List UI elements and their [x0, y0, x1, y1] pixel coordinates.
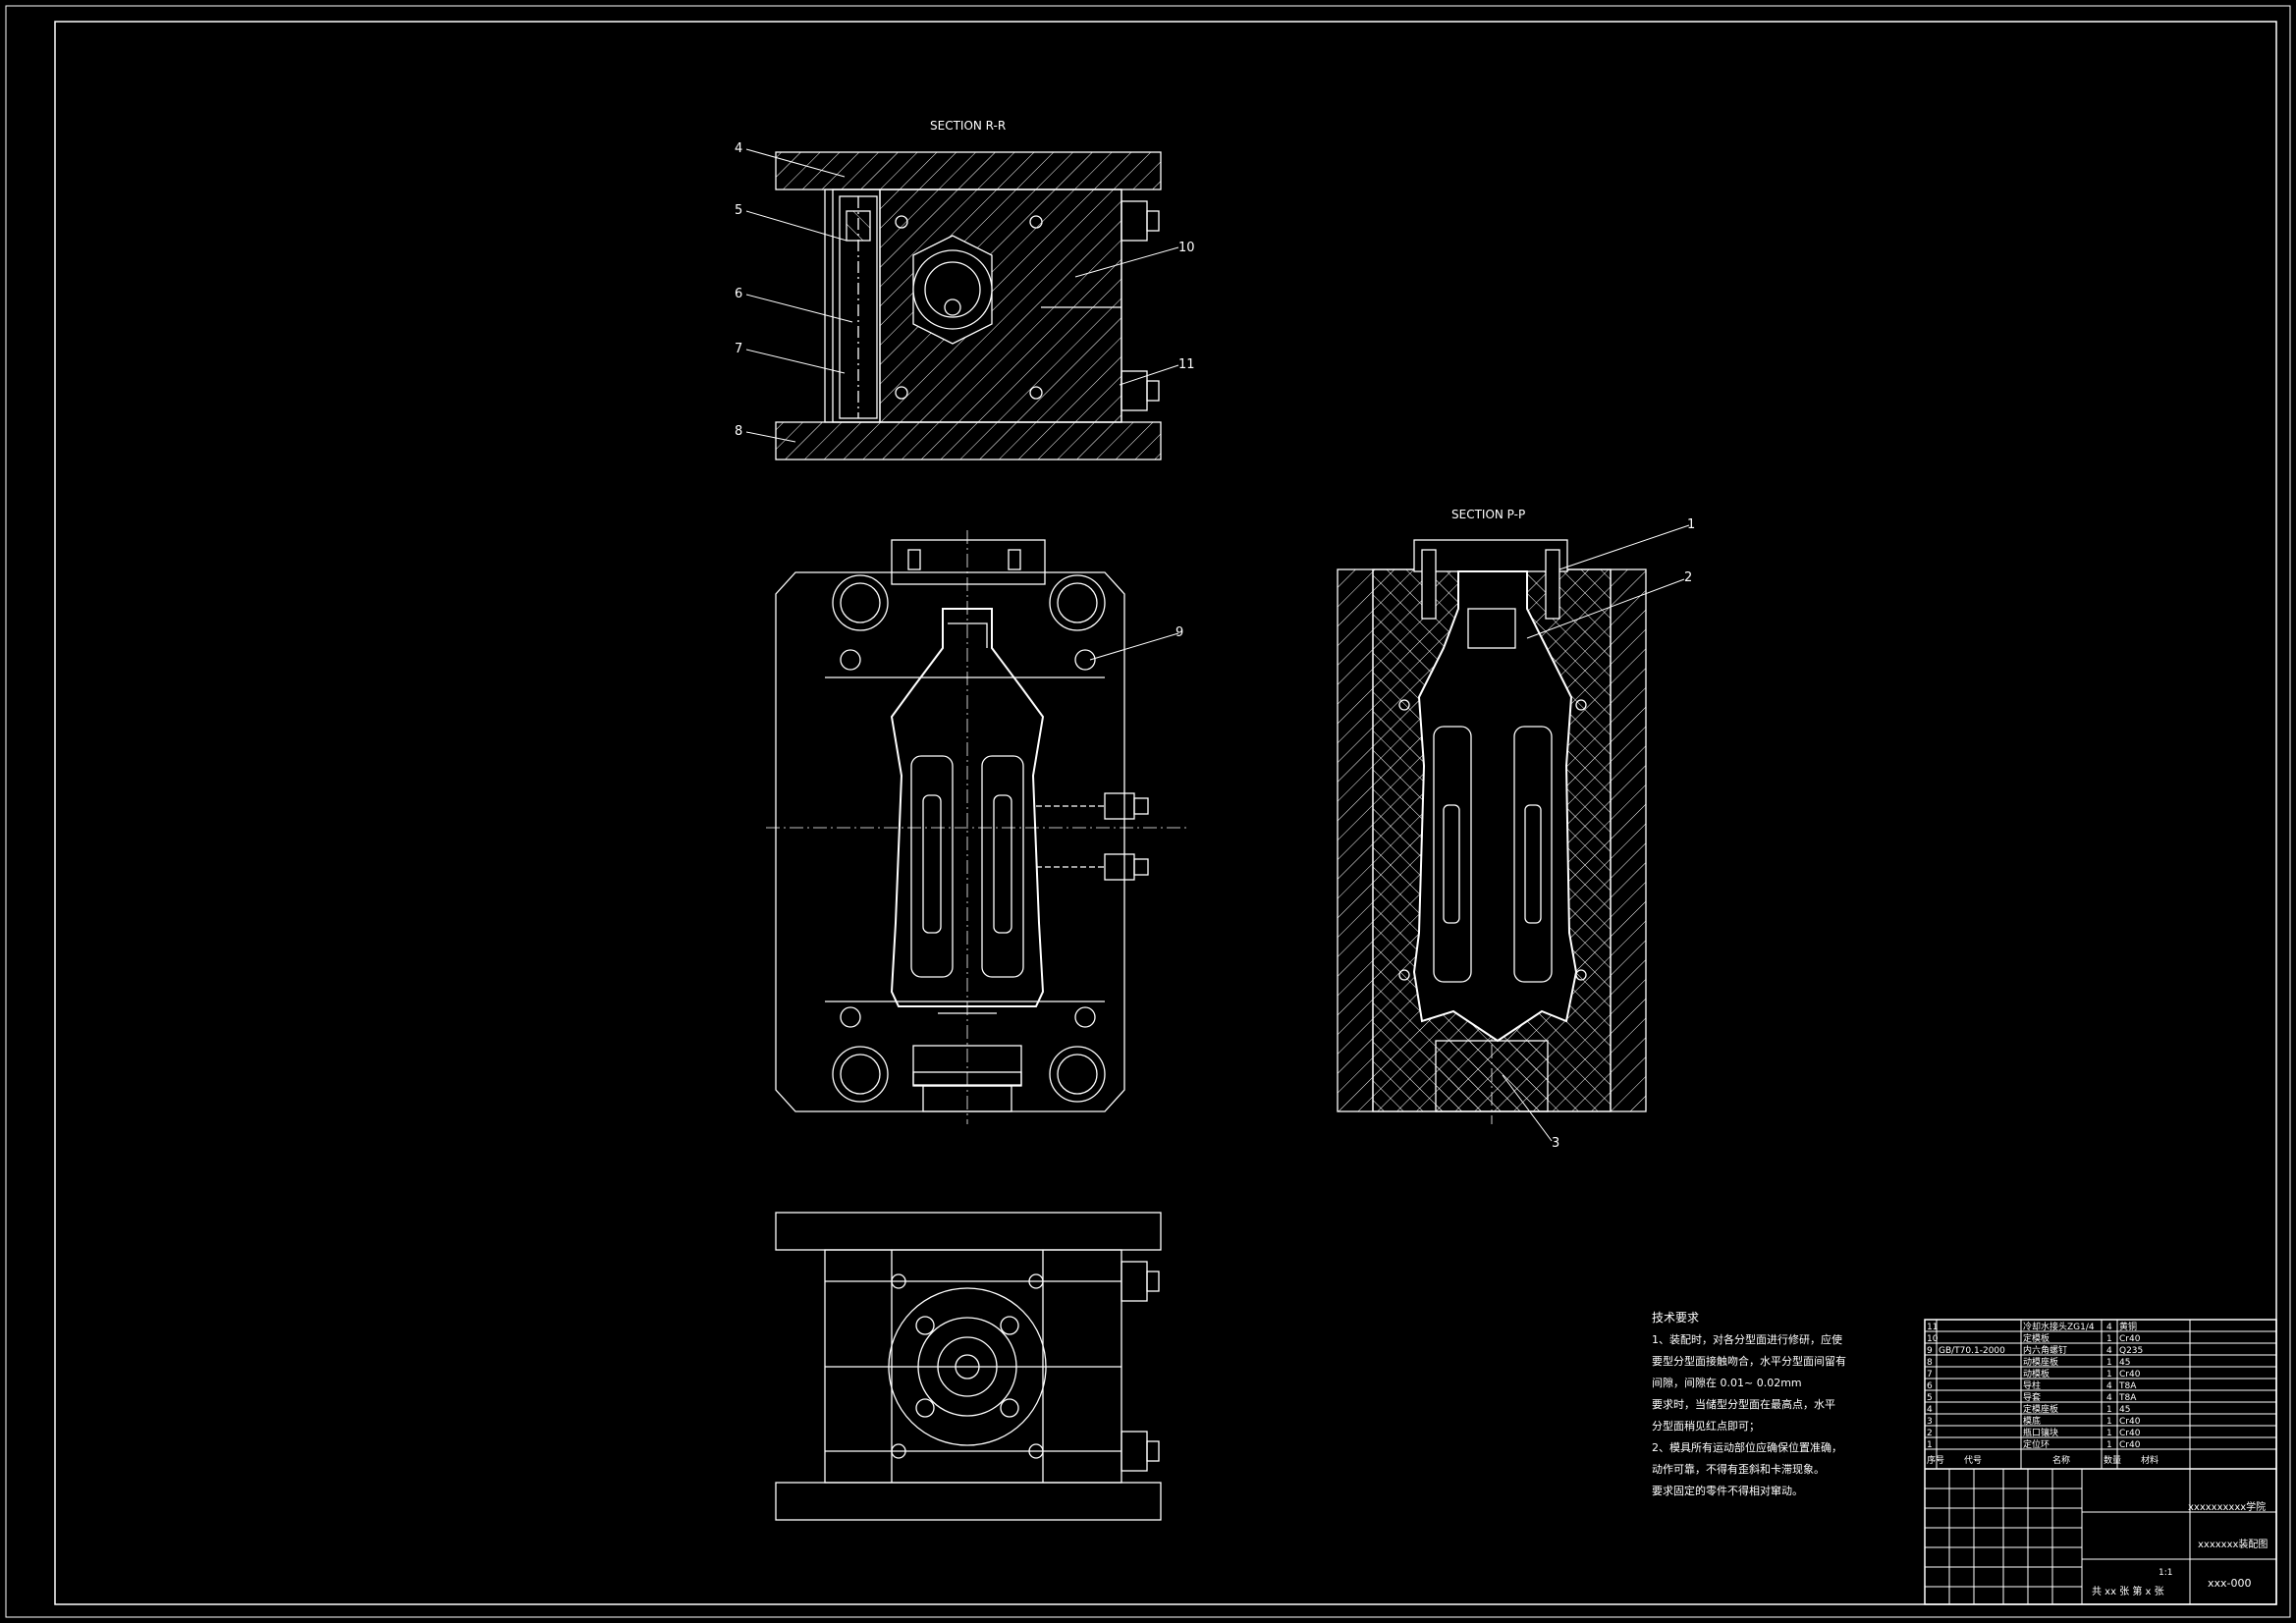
sheet-count: 共 xx 张 第 x 张	[2092, 1585, 2164, 1597]
bom-name-1: 定位环	[2023, 1438, 2050, 1450]
callout-8: 8	[735, 424, 742, 439]
callout-1: 1	[1687, 517, 1695, 532]
bom-code-9: GB/T70.1-2000	[1939, 1346, 2005, 1356]
bom-mat-4: 45	[2119, 1405, 2130, 1415]
tech-requirements: 技术要求 1、装配时，对各分型面进行修研，应使 要型分型面接触吻合，水平分型面间…	[1652, 1311, 1846, 1497]
bom-qty-1: 1	[2106, 1440, 2112, 1450]
drawing-number: xxx-000	[2208, 1577, 2252, 1590]
bom-no-4: 4	[1927, 1405, 1933, 1415]
bom-mat-6: T8A	[2118, 1381, 2137, 1391]
callout-3: 3	[1552, 1136, 1559, 1151]
bom-name-11: 冷却水接头ZG1/4	[2023, 1321, 2095, 1332]
title-block	[1924, 1319, 2277, 1605]
bom-qty-2: 1	[2106, 1429, 2112, 1438]
callout-4: 4	[735, 141, 742, 156]
outer-border	[5, 5, 2291, 1618]
bom-name-8: 动模座板	[2023, 1356, 2058, 1368]
callout-7: 7	[735, 342, 742, 356]
bom-name-2: 瓶口镶块	[2023, 1427, 2058, 1438]
bom-qty-6: 4	[2106, 1381, 2112, 1391]
bom-mat-9: Q235	[2119, 1346, 2143, 1356]
bom-no-9: 9	[1927, 1346, 1933, 1356]
bom-no-2: 2	[1927, 1429, 1933, 1438]
bom-name-5: 导套	[2023, 1391, 2041, 1403]
callout-5: 5	[735, 203, 742, 218]
bom-name-6: 导柱	[2023, 1380, 2041, 1391]
bom-no-8: 8	[1927, 1358, 1933, 1368]
school-name: xxxxxxxxxx学院	[2188, 1500, 2266, 1513]
tech-line-6: 2、模具所有运动部位应确保位置准确，	[1652, 1440, 1842, 1454]
bom-name-7: 动模板	[2023, 1368, 2050, 1380]
bom-qty-7: 1	[2106, 1370, 2112, 1380]
bom-mat-5: T8A	[2118, 1393, 2137, 1403]
bom-no-11: 11	[1927, 1323, 1938, 1332]
scale: 1:1	[2159, 1568, 2172, 1578]
tech-line-4: 要求时，当储型分型面在最高点，水平	[1652, 1397, 1835, 1411]
bom-mat-7: Cr40	[2119, 1370, 2141, 1380]
bom-mat-11: 黄铜	[2119, 1321, 2137, 1332]
bom-name-9: 内六角螺钉	[2023, 1344, 2067, 1356]
callout-6: 6	[735, 287, 742, 301]
bom-mat-3: Cr40	[2119, 1417, 2141, 1427]
bom-qty-3: 1	[2106, 1417, 2112, 1427]
bom-header-name: 名称	[2052, 1454, 2070, 1466]
bom-mat-2: Cr40	[2119, 1429, 2141, 1438]
bom-no-5: 5	[1927, 1393, 1933, 1403]
drawing-name: xxxxxxx装配图	[2198, 1538, 2268, 1550]
bom-no-1: 1	[1927, 1440, 1933, 1450]
bom-header-no: 序号	[1927, 1454, 1944, 1466]
bom-name-10: 定模板	[2023, 1332, 2050, 1344]
callout-2: 2	[1684, 570, 1692, 585]
bom-mat-8: 45	[2119, 1358, 2130, 1368]
bom-qty-4: 1	[2106, 1405, 2112, 1415]
front-view: 9	[766, 530, 1188, 1124]
bom-no-7: 7	[1927, 1370, 1933, 1380]
bom-qty-10: 1	[2106, 1334, 2112, 1344]
bom-header-qty: 数量	[2104, 1454, 2121, 1466]
bottom-view	[775, 1212, 1162, 1521]
bom-qty-11: 4	[2106, 1323, 2112, 1332]
section-r-r-title: SECTION R-R	[930, 119, 1006, 133]
section-p-p-view: SECTION P-P 1 2 3	[1337, 508, 1695, 1151]
bom-header-code: 代号	[1964, 1455, 1982, 1466]
tech-line-3: 间隙，间隙在 0.01~ 0.02mm	[1652, 1376, 1802, 1389]
bom-no-10: 10	[1927, 1334, 1939, 1344]
bom-mat-10: Cr40	[2119, 1334, 2141, 1344]
section-p-p-title: SECTION P-P	[1451, 508, 1525, 521]
tech-line-7: 动作可靠，不得有歪斜和卡滞现象。	[1652, 1462, 1825, 1476]
bom-name-3: 模底	[2023, 1415, 2041, 1427]
inner-border	[54, 21, 2277, 1605]
bom-name-4: 定模座板	[2023, 1403, 2058, 1415]
bom-header-material: 材料	[2141, 1454, 2159, 1466]
bom-mat-1: Cr40	[2119, 1440, 2141, 1450]
tech-line-1: 1、装配时，对各分型面进行修研，应使	[1652, 1332, 1842, 1346]
section-r-r-view: SECTION R-R 4 5 6 7 8 10 11	[735, 119, 1195, 460]
bom-no-6: 6	[1927, 1381, 1933, 1391]
tech-line-5: 分型面稍见红点即可；	[1652, 1419, 1760, 1433]
tech-line-2: 要型分型面接触吻合，水平分型面间留有	[1652, 1354, 1846, 1368]
bom-qty-8: 1	[2106, 1358, 2112, 1368]
callout-10: 10	[1178, 241, 1195, 255]
callout-9: 9	[1175, 625, 1183, 640]
tech-line-8: 要求固定的零件不得相对窜动。	[1652, 1484, 1803, 1497]
bom-qty-9: 4	[2106, 1346, 2112, 1356]
bom-qty-5: 4	[2106, 1393, 2112, 1403]
bom-table: 11 冷却水接头ZG1/4 4 黄铜 10 定模板 1 Cr40 9 GB/T7…	[1927, 1321, 2268, 1597]
bom-no-3: 3	[1927, 1417, 1933, 1427]
callout-11: 11	[1178, 357, 1195, 372]
tech-title: 技术要求	[1652, 1311, 1699, 1325]
